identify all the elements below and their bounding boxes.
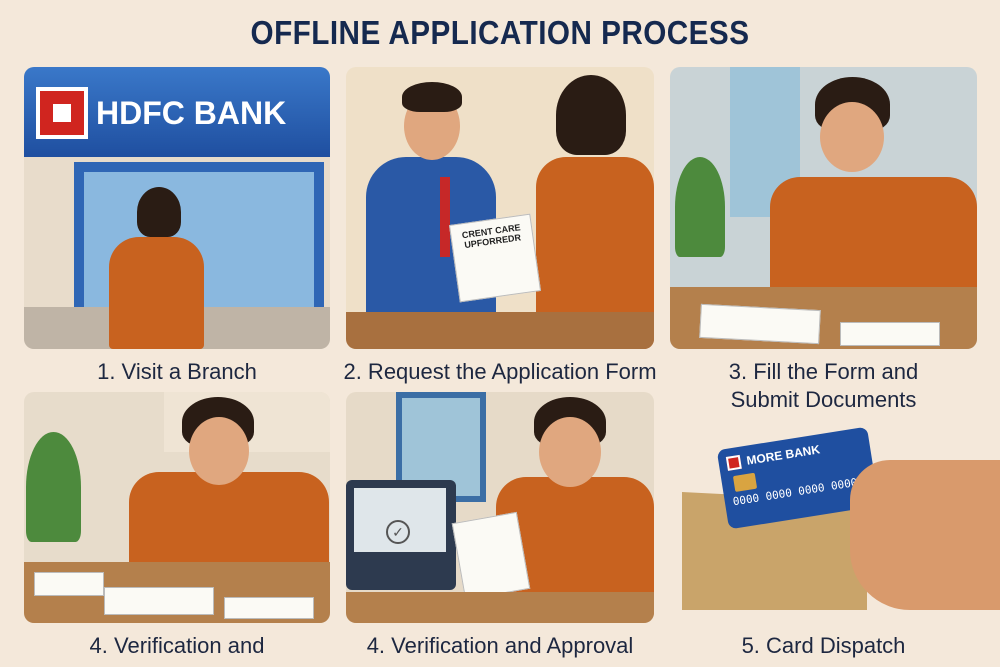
chip-icon [732, 472, 758, 492]
bank-sign: HDFC BANK [96, 95, 287, 131]
page-title: OFFLINE APPLICATION PROCESS [250, 14, 750, 51]
step-2-caption: 2. Request the Application Form [343, 359, 657, 384]
bank-logo-icon [725, 454, 742, 471]
step-4-caption: 4. Verification and [89, 633, 265, 658]
step-5-caption: 4. Verification and Approval [366, 633, 634, 658]
panel-approval: ✓ [346, 392, 654, 623]
step-1-caption: 1. Visit a Branch [97, 359, 257, 384]
card-bank-name: MORE BANK [745, 442, 821, 468]
checkmark-icon: ✓ [386, 520, 410, 544]
application-form: CRENT CARE UPFORREDR [448, 213, 542, 303]
step-6-caption: 5. Card Dispatch [741, 633, 906, 658]
panel-fill-form [670, 67, 977, 349]
panel-visit-branch: HDFC BANK [24, 67, 330, 349]
plant-icon [675, 157, 725, 257]
plant-icon [26, 432, 81, 542]
step-3-caption: 3. Fill the Form and Submit Documents [728, 359, 919, 412]
bank-logo-icon [36, 87, 88, 139]
hand [850, 460, 1000, 610]
panel-request-form: CRENT CARE UPFORREDR [346, 67, 654, 349]
panel-verification [24, 392, 330, 623]
